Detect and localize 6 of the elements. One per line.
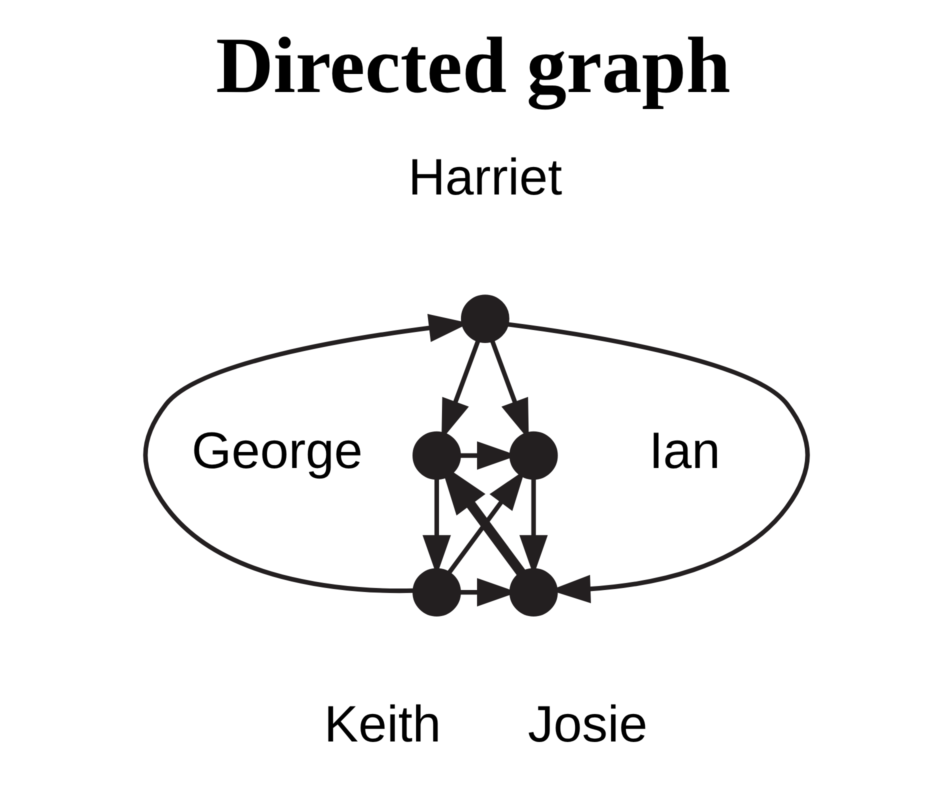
node-label: Harriet: [408, 148, 562, 206]
node-label: Josie: [527, 696, 648, 753]
diagram-title: Directed graph: [215, 22, 730, 110]
node-label: Ian: [648, 422, 720, 480]
node-label: George: [191, 422, 362, 480]
node-label: Keith: [324, 696, 441, 753]
